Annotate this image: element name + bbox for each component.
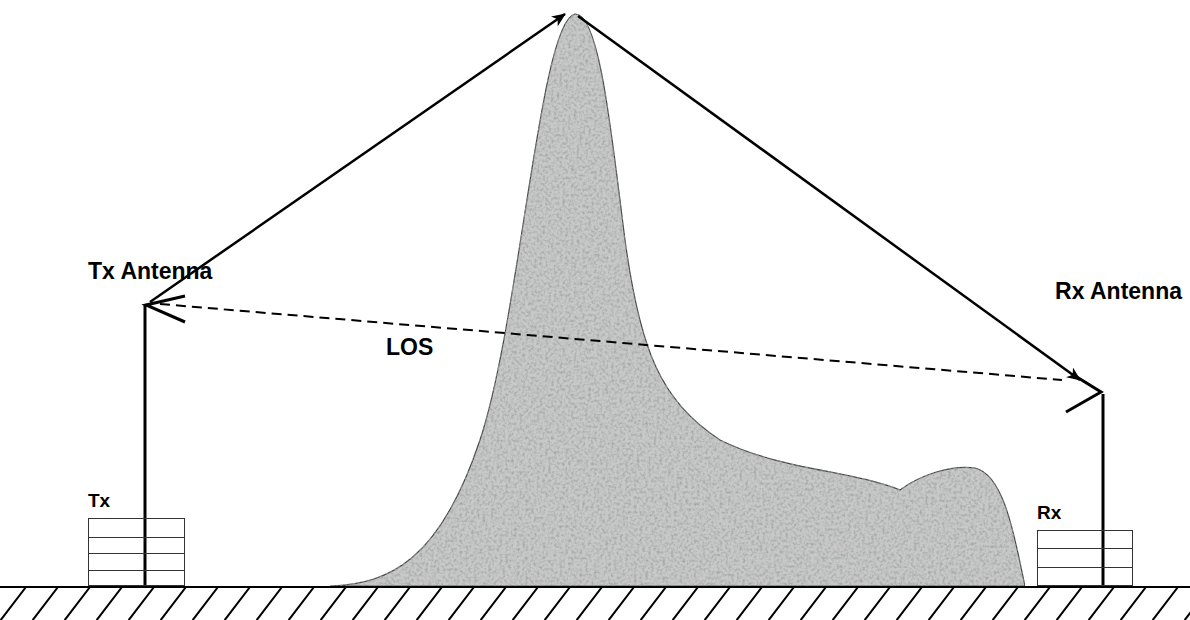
building-outline bbox=[1037, 530, 1133, 586]
rx-antenna bbox=[1066, 374, 1101, 412]
transmitter-building: Tx bbox=[88, 490, 185, 586]
building-outline bbox=[88, 518, 185, 586]
tx-mast bbox=[144, 305, 147, 586]
mountain bbox=[330, 14, 1025, 586]
station-label: Tx bbox=[88, 490, 110, 512]
diffracted-ray bbox=[578, 16, 1080, 380]
receiver-building: Rx bbox=[1037, 502, 1133, 586]
station-label: Rx bbox=[1037, 502, 1061, 524]
los-line bbox=[160, 304, 1062, 380]
ground-hatch bbox=[0, 588, 1190, 620]
antenna-label: Tx Antenna bbox=[88, 258, 212, 285]
antenna-label: Rx Antenna bbox=[1055, 278, 1182, 305]
rx-mast bbox=[1102, 394, 1105, 586]
los-label: LOS bbox=[386, 334, 433, 361]
